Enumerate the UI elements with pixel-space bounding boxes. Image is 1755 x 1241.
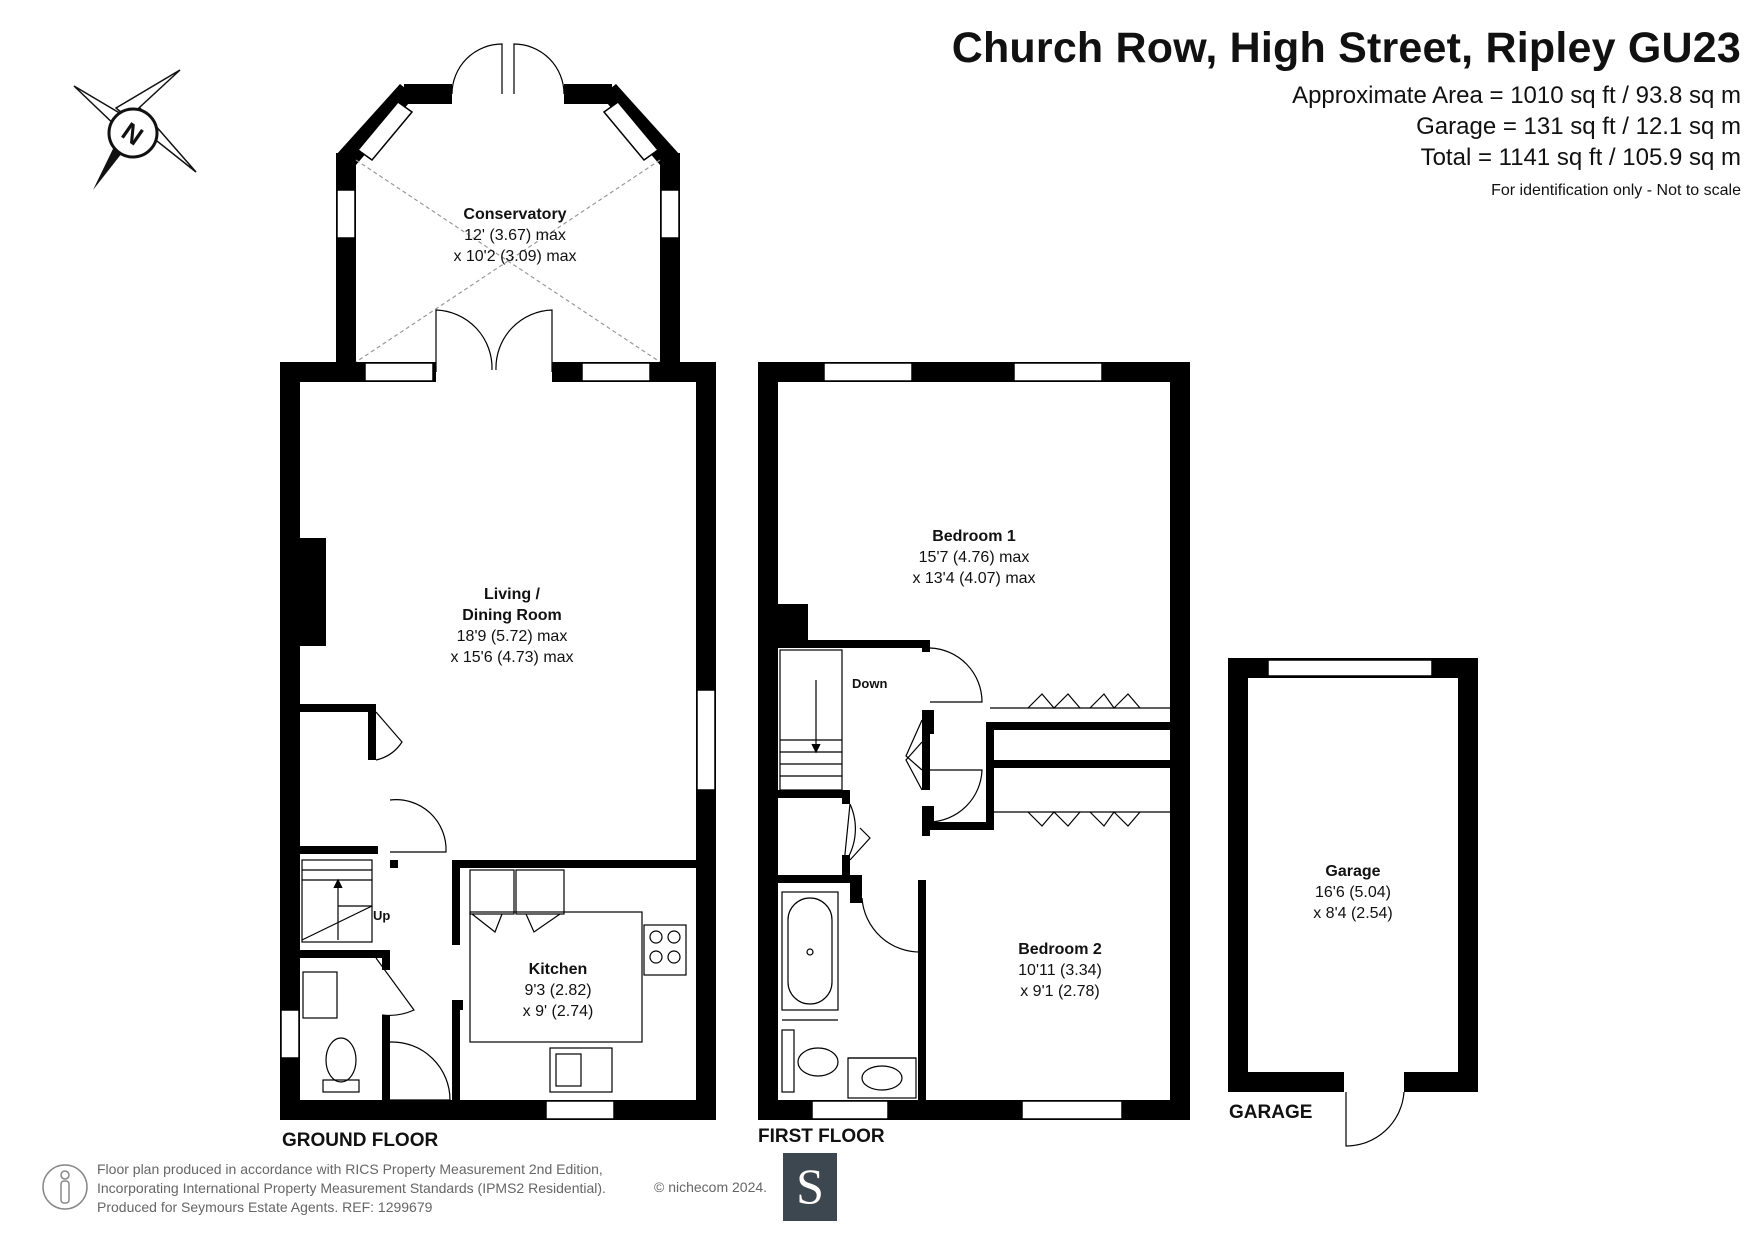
stairs-up-label: Up (373, 908, 390, 923)
first-floor-plan (758, 362, 1190, 1120)
room-label-bedroom1: Bedroom 1 15'7 (4.76) max x 13'4 (4.07) … (912, 528, 1035, 587)
room-name: Living / (484, 586, 541, 603)
area-garage: Garage = 131 sq ft / 12.1 sq m (1416, 113, 1741, 140)
room-dim: x 9'1 (2.78) (1020, 983, 1100, 1000)
room-name: Conservatory (463, 206, 566, 223)
agent-logo: S (783, 1153, 837, 1221)
footer-line-3: Produced for Seymours Estate Agents. REF… (97, 1199, 433, 1215)
room-dim: 12' (3.67) max (464, 227, 566, 244)
room-name: Bedroom 2 (1018, 941, 1102, 958)
room-dim: 9'3 (2.82) (524, 982, 591, 999)
room-label-conservatory: Conservatory 12' (3.67) max x 10'2 (3.09… (453, 206, 576, 265)
room-name: Kitchen (529, 961, 588, 978)
room-dim: x 13'4 (4.07) max (912, 570, 1035, 587)
area-total: Total = 1141 sq ft / 105.9 sq m (1420, 144, 1741, 171)
rics-person-icon (42, 1164, 88, 1210)
garage-plan (1228, 658, 1478, 1147)
footer-text: Floor plan produced in accordance with R… (97, 1160, 606, 1217)
stairs-down-label: Down (852, 676, 887, 691)
room-name: Dining Room (462, 607, 562, 624)
room-dim: 10'11 (3.34) (1018, 962, 1102, 979)
room-name: Bedroom 1 (932, 528, 1016, 545)
room-dim: x 9' (2.74) (523, 1003, 594, 1020)
room-label-bedroom2: Bedroom 2 10'11 (3.34) x 9'1 (2.78) (1018, 941, 1102, 1000)
footer-line-1: Floor plan produced in accordance with R… (97, 1161, 603, 1177)
room-dim: 16'6 (5.04) (1315, 884, 1391, 901)
property-title: Church Row, High Street, Ripley GU23 (951, 24, 1741, 72)
room-dim: x 8'4 (2.54) (1313, 905, 1393, 922)
disclaimer: For identification only - Not to scale (1491, 182, 1741, 199)
floor-label-garage: GARAGE (1229, 1102, 1312, 1123)
room-label-living: Living / Dining Room 18'9 (5.72) max x 1… (450, 586, 573, 666)
room-dim: x 15'6 (4.73) max (450, 649, 573, 666)
copyright: © nichecom 2024. (654, 1179, 768, 1195)
ground-floor-plan (280, 43, 716, 1120)
room-label-kitchen: Kitchen 9'3 (2.82) x 9' (2.74) (523, 961, 594, 1020)
compass-north-icon: N (73, 69, 197, 190)
floor-label-ground: GROUND FLOOR (282, 1130, 438, 1151)
room-dim: x 10'2 (3.09) max (453, 248, 576, 265)
area-main: Approximate Area = 1010 sq ft / 93.8 sq … (1292, 82, 1741, 109)
floor-label-first: FIRST FLOOR (758, 1126, 885, 1147)
room-dim: 15'7 (4.76) max (919, 549, 1030, 566)
room-name: Garage (1325, 863, 1380, 880)
room-label-garage: Garage 16'6 (5.04) x 8'4 (2.54) (1313, 863, 1393, 922)
footer-line-2: Incorporating International Property Mea… (97, 1180, 606, 1196)
room-dim: 18'9 (5.72) max (457, 628, 568, 645)
